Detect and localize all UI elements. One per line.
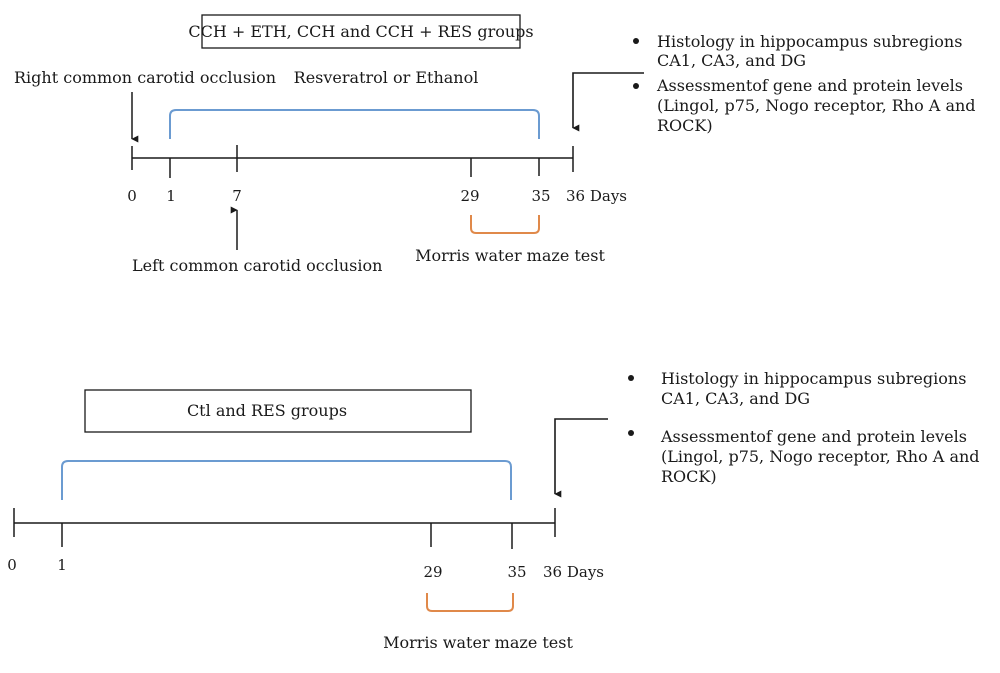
bottom-tick-label-29: 29 xyxy=(423,563,442,581)
top-tick-label-36: 36 Days xyxy=(566,187,627,205)
bottom-group-box xyxy=(84,389,472,433)
top-maze-bracket xyxy=(470,215,540,234)
top-tick-label-35: 35 xyxy=(531,187,550,205)
top-outcome-2-line-1: Assessmentof gene and protein levels xyxy=(656,76,963,95)
bottom-treatment-bracket xyxy=(61,460,512,500)
top-group-box xyxy=(201,14,521,49)
bottom-outcome-1-line-2: CA1, CA3, and DG xyxy=(661,389,810,408)
bottom-tick-label-0: 0 xyxy=(7,556,17,574)
top-outcome-2-line-3: ROCK) xyxy=(657,116,713,135)
bottom-outcome-2-line-1: Assessmentof gene and protein levels xyxy=(660,427,967,446)
top-tick-label-1: 1 xyxy=(166,187,176,205)
left-occlusion-label: Left common carotid occlusion xyxy=(132,256,382,275)
top-tick-label-29: 29 xyxy=(460,187,479,205)
right-occlusion-label: Right common carotid occlusion xyxy=(14,68,276,87)
bottom-outcome-2-line-2: (Lingol, p75, Nogo receptor, Rho A and xyxy=(661,447,980,466)
bottom-maze-label: Morris water maze test xyxy=(383,633,573,652)
top-treatment-bracket xyxy=(169,109,540,139)
bottom-group-box-label: Ctl and RES groups xyxy=(187,401,347,420)
top-outcome-bullet-2 xyxy=(633,83,639,89)
bottom-tick-label-1: 1 xyxy=(57,556,67,574)
top-outcome-2-line-2: (Lingol, p75, Nogo receptor, Rho A and xyxy=(657,96,976,115)
bottom-tick-label-36: 36 Days xyxy=(543,563,604,581)
top-tick-label-0: 0 xyxy=(127,187,137,205)
top-outcome-1-line-2: CA1, CA3, and DG xyxy=(657,51,806,70)
top-tick-label-7: 7 xyxy=(232,187,242,205)
bottom-outcome-arrow xyxy=(554,418,608,498)
bottom-tick-label-35: 35 xyxy=(507,563,526,581)
bottom-panel: Ctl and RES groups 0 1 29 35 36 Days Mor… xyxy=(7,369,979,652)
bottom-outcome-bullet-1 xyxy=(628,375,634,381)
top-outcome-arrow xyxy=(572,72,644,132)
treatment-label: Resveratrol or Ethanol xyxy=(294,68,479,87)
top-outcome-1-line-1: Histology in hippocampus subregions xyxy=(657,32,962,51)
top-group-box-label: CCH + ETH, CCH and CCH + RES groups xyxy=(188,22,533,41)
bottom-outcome-1-line-1: Histology in hippocampus subregions xyxy=(661,369,966,388)
top-maze-label: Morris water maze test xyxy=(415,246,605,265)
top-outcome-bullet-1 xyxy=(633,38,639,44)
bottom-maze-bracket xyxy=(426,593,514,612)
top-panel: CCH + ETH, CCH and CCH + RES groups Righ… xyxy=(14,14,976,275)
bottom-outcome-2-line-3: ROCK) xyxy=(661,467,717,486)
bottom-outcome-bullet-2 xyxy=(628,430,634,436)
